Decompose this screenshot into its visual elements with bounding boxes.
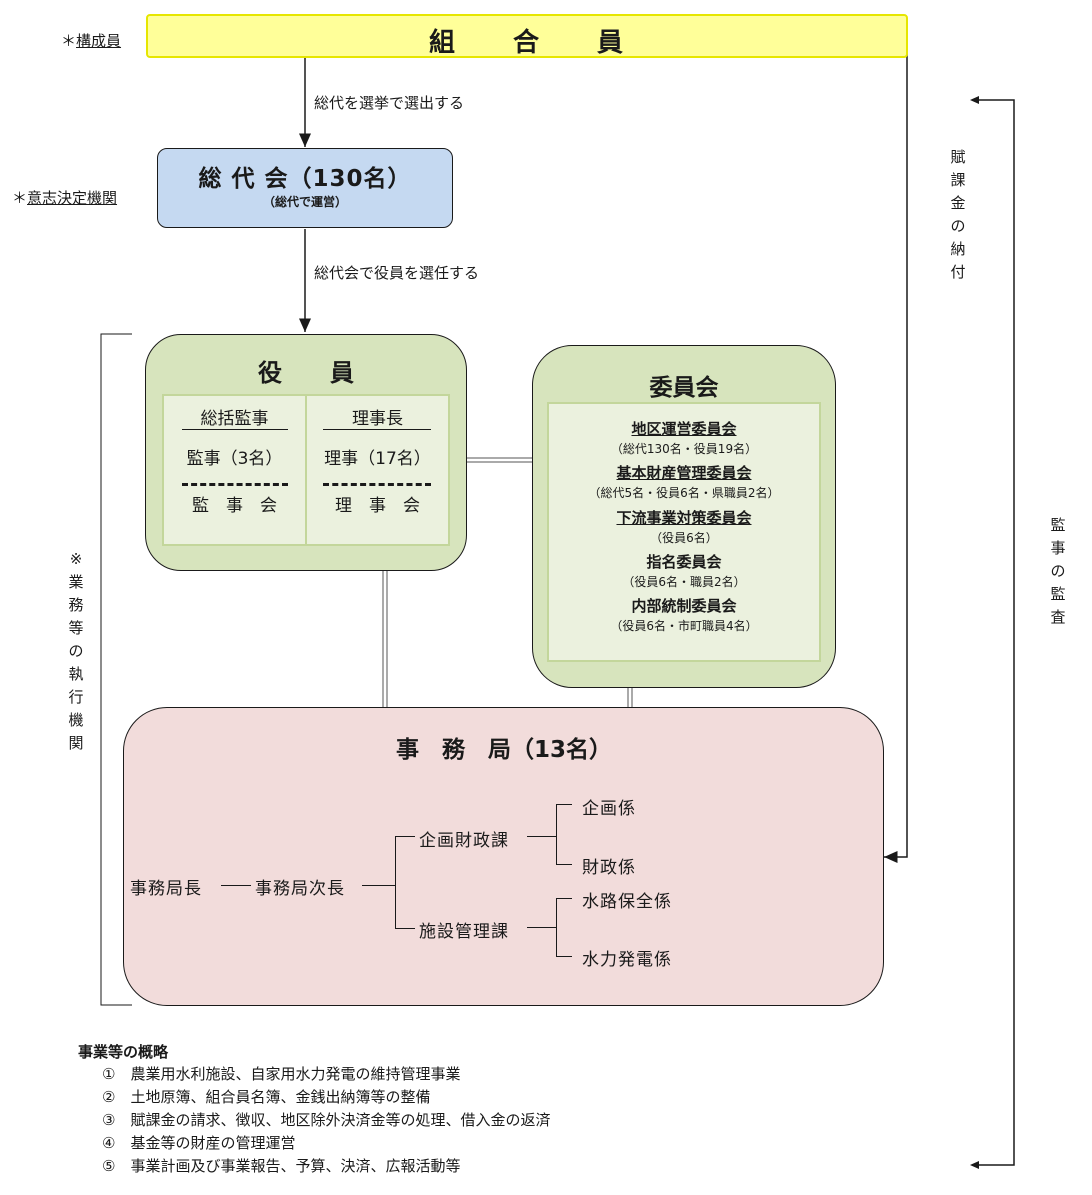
division-planning: 企画財政課 bbox=[419, 831, 509, 851]
directors-board: 理 事 会 bbox=[335, 496, 420, 516]
assembly-box: 総 代 会（130名） （総代で運営） bbox=[157, 148, 453, 228]
officers-inner: 総括監事 監事（3名） 監 事 会 理事長 理事（17名） 理 事 会 bbox=[162, 394, 450, 546]
auditor-head: 総括監事 bbox=[200, 409, 269, 429]
overview-item: ⑤ 事業計画及び事業報告、予算、決済、広報活動等 bbox=[102, 1157, 461, 1175]
levy-arrow bbox=[884, 36, 908, 863]
overview: 事業等の概略 ① 農業用水利施設、自家用水力発電の維持管理事業 ② 土地原簿、組… bbox=[78, 1041, 550, 1178]
arrow2-label: 総代会で役員を選任する bbox=[314, 264, 480, 282]
levy-label: 賦課金の納付 bbox=[950, 148, 966, 281]
assembly-note: ＊意志決定機関 bbox=[12, 189, 118, 207]
arrow1-label: 総代を選挙で選出する bbox=[314, 94, 465, 112]
audit-bracket bbox=[972, 99, 1015, 1166]
overview-title: 事業等の概略 bbox=[78, 1043, 169, 1061]
audit-label: 監事の監査 bbox=[1050, 516, 1066, 626]
overview-item: ① 農業用水利施設、自家用水力発電の維持管理事業 bbox=[102, 1065, 461, 1083]
committee-box: 委員会 地区運営委員会 （総代130名・役員19名） 基本財産管理委員会 （総代… bbox=[532, 345, 836, 688]
section-waterway: 水路保全係 bbox=[582, 892, 672, 912]
overview-item: ② 土地原簿、組合員名簿、金銭出納簿等の整備 bbox=[102, 1088, 431, 1106]
members-box: 組 合 員 bbox=[146, 14, 908, 58]
division-facilities: 施設管理課 bbox=[419, 922, 509, 942]
committee-item: 指名委員会 （役員6名・職員2名） bbox=[622, 553, 746, 589]
assembly-title: 総 代 会（130名） bbox=[198, 166, 412, 192]
auditor-body: 監事（3名） bbox=[186, 449, 283, 469]
directors-body: 理事（17名） bbox=[324, 449, 431, 469]
committee-list: 地区運営委員会 （総代130名・役員19名） 基本財産管理委員会 （総代5名・役… bbox=[547, 402, 821, 662]
chairman-head: 理事長 bbox=[352, 409, 403, 429]
overview-item: ④ 基金等の財産の管理運営 bbox=[102, 1134, 296, 1152]
officers-box: 役 員 総括監事 監事（3名） 監 事 会 理事長 理事（17名） 理 事 会 bbox=[145, 334, 467, 571]
exec-bracket bbox=[100, 333, 132, 1006]
overview-item: ③ 賦課金の請求、徴収、地区除外決済金等の処理、借入金の返済 bbox=[102, 1111, 551, 1129]
deputy-director: 事務局次長 bbox=[255, 879, 345, 899]
section-finance: 財政係 bbox=[582, 858, 636, 878]
committee-item: 基本財産管理委員会 （総代5名・役員6名・県職員2名） bbox=[588, 464, 780, 500]
members-note: ＊構成員 bbox=[61, 32, 122, 50]
officers-title: 役 員 bbox=[258, 359, 354, 387]
auditor-board: 監 事 会 bbox=[192, 496, 277, 516]
members-title: 組 合 員 bbox=[428, 28, 625, 58]
section-planning: 企画係 bbox=[582, 799, 636, 819]
assembly-subtitle: （総代で運営） bbox=[262, 195, 347, 209]
committee-item: 地区運営委員会 （総代130名・役員19名） bbox=[610, 420, 758, 456]
secretariat-box: 事 務 局（13名） 事務局長 事務局次長 企画財政課 企画係 財政係 施設管理… bbox=[123, 707, 884, 1006]
section-hydropower: 水力発電係 bbox=[582, 950, 672, 970]
committee-title: 委員会 bbox=[649, 375, 719, 401]
secretariat-title: 事 務 局（13名） bbox=[396, 737, 613, 763]
director: 事務局長 bbox=[130, 879, 202, 899]
committee-item: 下流事業対策委員会 （役員6名） bbox=[616, 509, 752, 545]
exec-label: ※業務等の執行機関 bbox=[68, 550, 84, 752]
committee-item: 内部統制委員会 （役員6名・市町職員4名） bbox=[610, 597, 758, 633]
